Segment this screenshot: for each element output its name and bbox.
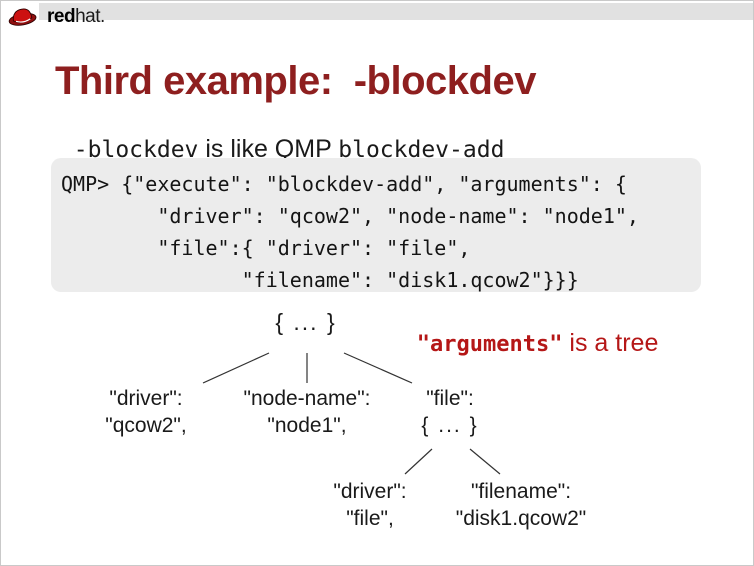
- arguments-tree-annotation: "arguments" is a tree: [399, 311, 659, 376]
- node-key: "file":: [426, 387, 474, 410]
- redhat-fedora-icon: [8, 8, 37, 26]
- tree-root-node: { ... }: [275, 309, 337, 335]
- qmp-code-block: QMP> {"execute": "blockdev-add", "argume…: [51, 158, 701, 292]
- node-value: "node1",: [267, 414, 347, 437]
- tree-node-driver-file: "driver": "file",: [295, 478, 445, 532]
- node-key: "driver":: [109, 387, 183, 410]
- node-key: "filename":: [470, 480, 572, 503]
- annotation-arguments-literal: "arguments": [416, 332, 563, 357]
- logo-brand-bold: red: [47, 6, 76, 27]
- node-key: "driver":: [333, 480, 407, 503]
- header-band: [1, 3, 753, 20]
- redhat-logo-text: redhat.: [47, 6, 105, 28]
- node-value: { ... }: [421, 414, 479, 437]
- node-key: "node-name":: [243, 387, 371, 410]
- tree-node-filename: "filename": "disk1.qcow2": [426, 478, 616, 532]
- logo-brand-light: hat.: [75, 6, 105, 27]
- tree-node-node-name: "node-name": "node1",: [222, 385, 392, 439]
- node-value: "disk1.qcow2": [455, 507, 587, 530]
- qmp-code-text: QMP> {"execute": "blockdev-add", "argume…: [61, 172, 639, 292]
- slide-title: Third example: -blockdev: [55, 59, 536, 103]
- tree-node-file: "file": { ... }: [395, 385, 505, 439]
- node-value: "file",: [346, 507, 394, 530]
- tree-node-driver-qcow2: "driver": "qcow2",: [71, 385, 221, 439]
- annotation-rest-text: is a tree: [562, 329, 659, 357]
- node-value: "qcow2",: [105, 414, 187, 437]
